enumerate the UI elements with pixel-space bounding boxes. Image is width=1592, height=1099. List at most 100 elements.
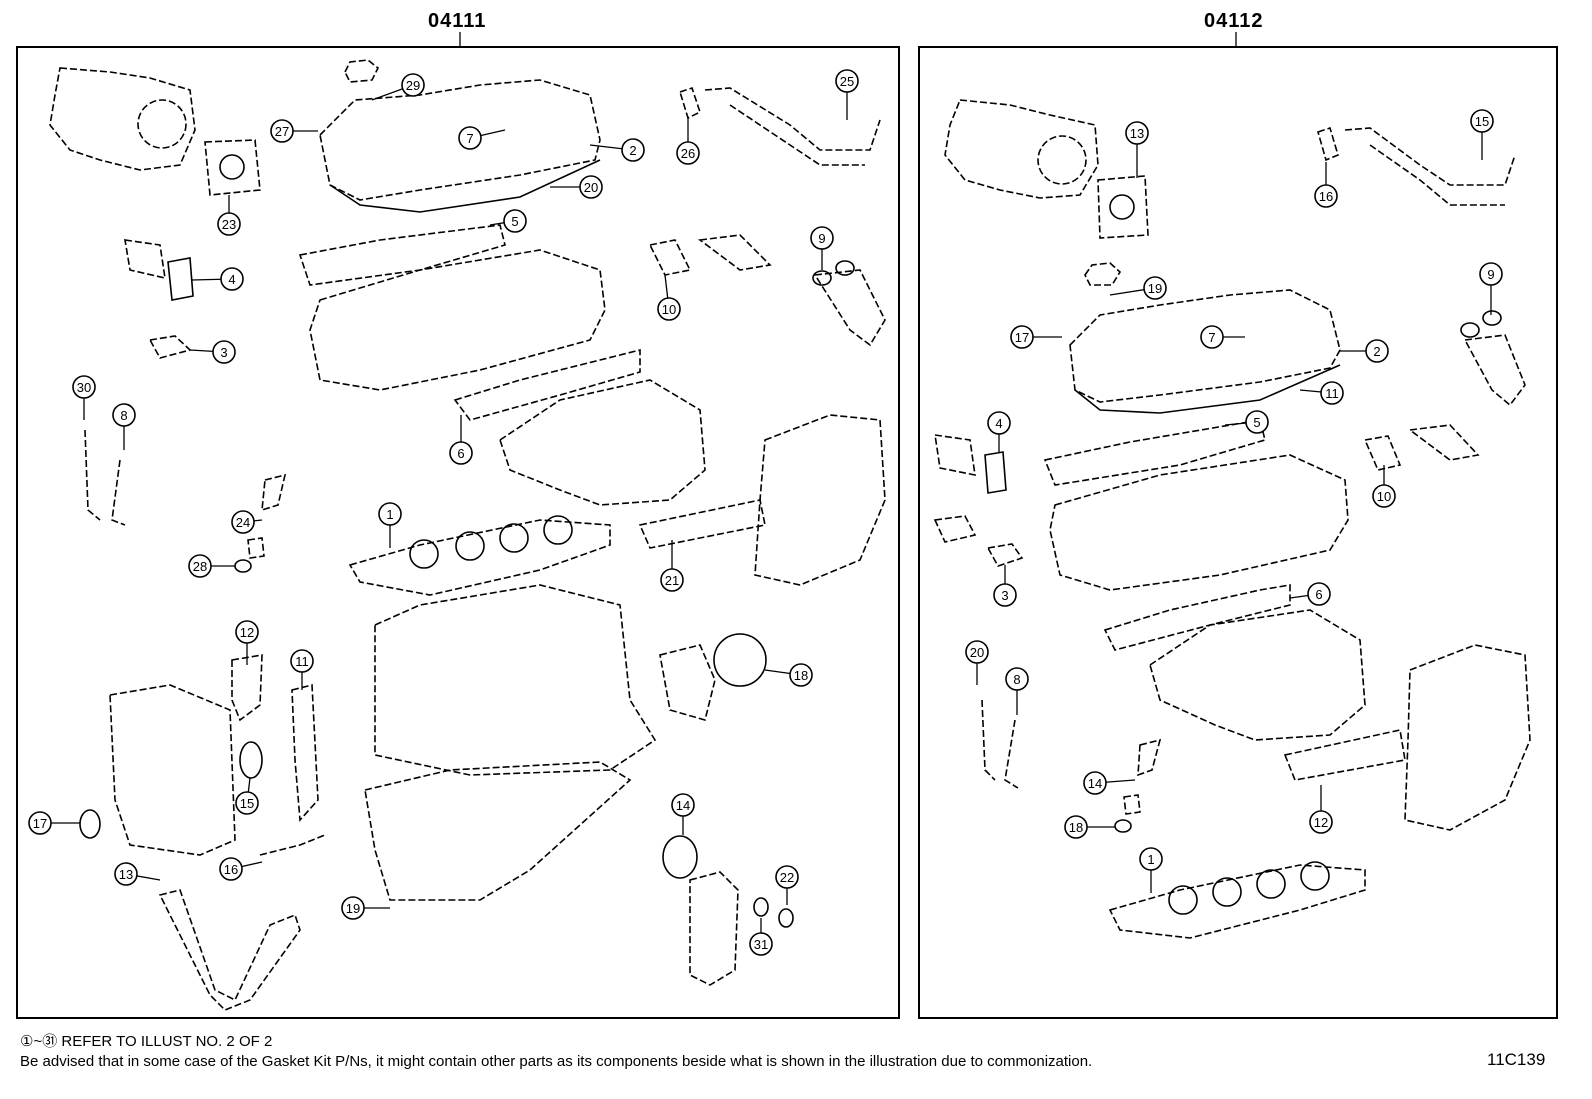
callout-circle bbox=[1064, 815, 1088, 839]
refer-text: REFER TO ILLUST NO. 2 OF 2 bbox=[61, 1033, 273, 1050]
bracket-gasket-drawing-right bbox=[1363, 435, 1402, 471]
callout-circle bbox=[378, 502, 402, 526]
cylinder-head-drawing-left bbox=[309, 249, 606, 391]
callout-number: 10 bbox=[1377, 489, 1391, 504]
callout-number: 23 bbox=[222, 217, 236, 232]
callout-number: 19 bbox=[1148, 281, 1162, 296]
callout-20: 20 bbox=[965, 640, 989, 685]
callout-number: 8 bbox=[1013, 672, 1020, 687]
callout-9: 9 bbox=[810, 226, 834, 270]
callout-circle bbox=[810, 226, 834, 250]
callout-17: 17 bbox=[28, 811, 80, 835]
callout-circle bbox=[235, 791, 259, 815]
callout-11: 11 bbox=[290, 649, 314, 690]
callout-circle bbox=[657, 297, 681, 321]
callout-number: 31 bbox=[754, 937, 768, 952]
callout-31: 31 bbox=[749, 918, 773, 956]
intake-plenum-drawing-right bbox=[1404, 644, 1531, 831]
callout-7: 7 bbox=[458, 126, 506, 150]
callout-circle bbox=[749, 932, 773, 956]
sensor-drawing-left bbox=[261, 473, 287, 512]
callout-1: 1 bbox=[378, 502, 402, 548]
callout-circle bbox=[660, 568, 684, 592]
callout-6: 6 bbox=[1289, 582, 1331, 606]
head-gasket-drawing-right bbox=[1108, 864, 1366, 939]
callout-number: 30 bbox=[77, 380, 91, 395]
callout-4: 4 bbox=[191, 267, 244, 291]
callout-number: 24 bbox=[236, 515, 250, 530]
oil-pan-drawing-left bbox=[364, 761, 632, 901]
callout-number: 7 bbox=[1208, 330, 1215, 345]
callout-circle bbox=[217, 212, 241, 236]
water-outlet-drawing-right bbox=[934, 434, 976, 477]
callout-circle bbox=[671, 793, 695, 817]
oil-filter-bracket-drawing bbox=[689, 871, 739, 986]
callout-circle bbox=[789, 663, 813, 687]
callout-circle bbox=[1372, 484, 1396, 508]
thermo-gasket-drawing-left bbox=[148, 335, 192, 359]
cylinder-head-cover-drawing-left bbox=[319, 79, 601, 213]
thermo-gasket-drawing-right bbox=[986, 543, 1024, 567]
throttle-body-drawing-left bbox=[49, 67, 196, 171]
callout-circle bbox=[1320, 381, 1344, 405]
callout-number: 4 bbox=[228, 272, 235, 287]
callout-6: 6 bbox=[449, 415, 473, 465]
callout-circle bbox=[775, 865, 799, 889]
callout-circle bbox=[835, 69, 859, 93]
callout-12: 12 bbox=[1309, 785, 1333, 834]
callout-number: 12 bbox=[1314, 815, 1328, 830]
callout-10: 10 bbox=[1372, 465, 1396, 508]
rear-oil-seal-drawing bbox=[713, 633, 767, 687]
panel-title-04112: 04112 bbox=[1204, 10, 1264, 32]
exhaust-gasket-drawing-left bbox=[453, 348, 641, 421]
callout-circle bbox=[1479, 262, 1503, 286]
callout-7: 7 bbox=[1200, 325, 1245, 349]
callout-3: 3 bbox=[189, 340, 236, 364]
callout-circle bbox=[987, 411, 1011, 435]
callout-circle bbox=[1314, 184, 1338, 208]
callout-circle bbox=[1083, 771, 1107, 795]
callout-number: 18 bbox=[794, 668, 808, 683]
callout-number: 3 bbox=[220, 345, 227, 360]
callout-circle bbox=[965, 640, 989, 664]
callout-circle bbox=[114, 862, 138, 886]
callout-number: 7 bbox=[466, 131, 473, 146]
callout-circle bbox=[1139, 847, 1163, 871]
callout-9: 9 bbox=[1479, 262, 1503, 315]
callout-number: 18 bbox=[1069, 820, 1083, 835]
callout-circle bbox=[219, 857, 243, 881]
callout-4: 4 bbox=[987, 411, 1011, 453]
callout-2: 2 bbox=[1340, 339, 1389, 363]
callout-circle bbox=[676, 141, 700, 165]
callout-27: 27 bbox=[270, 119, 318, 143]
sensor-drawing-right bbox=[1137, 738, 1162, 777]
oil-cooler-gasket-drawing-right bbox=[1317, 126, 1339, 162]
callout-number: 1 bbox=[1147, 852, 1154, 867]
callout-circle bbox=[1010, 325, 1034, 349]
bracket-drawing-left bbox=[697, 234, 772, 271]
callout-22: 22 bbox=[775, 865, 799, 905]
callout-23: 23 bbox=[217, 195, 241, 236]
oil-filter-oring-drawing bbox=[662, 835, 698, 879]
callout-number: 12 bbox=[240, 625, 254, 640]
callout-number: 14 bbox=[676, 798, 690, 813]
callout-number: 3 bbox=[1001, 588, 1008, 603]
head-gasket-drawing-left bbox=[348, 519, 611, 596]
cylinder-head-cover-drawing-right bbox=[1069, 289, 1341, 414]
advisory-note: Be advised that in some case of the Gask… bbox=[20, 1053, 1093, 1070]
callout-circle bbox=[1307, 582, 1331, 606]
front-seal-drawing bbox=[239, 741, 263, 779]
crank-seal-drawing bbox=[79, 809, 101, 839]
callout-number: 10 bbox=[662, 302, 676, 317]
intake-manifold-drawing-left bbox=[499, 379, 706, 506]
oil-cooler-pipe-drawing-right bbox=[1344, 127, 1516, 206]
callout-8: 8 bbox=[1005, 667, 1029, 715]
throttle-gasket-drawing-right bbox=[1097, 175, 1149, 239]
callout-number: 6 bbox=[457, 446, 464, 461]
callout-1: 1 bbox=[1139, 847, 1163, 893]
timing-gasket-drawing bbox=[231, 654, 263, 722]
callout-number: 17 bbox=[33, 816, 47, 831]
callout-circle bbox=[1470, 109, 1494, 133]
